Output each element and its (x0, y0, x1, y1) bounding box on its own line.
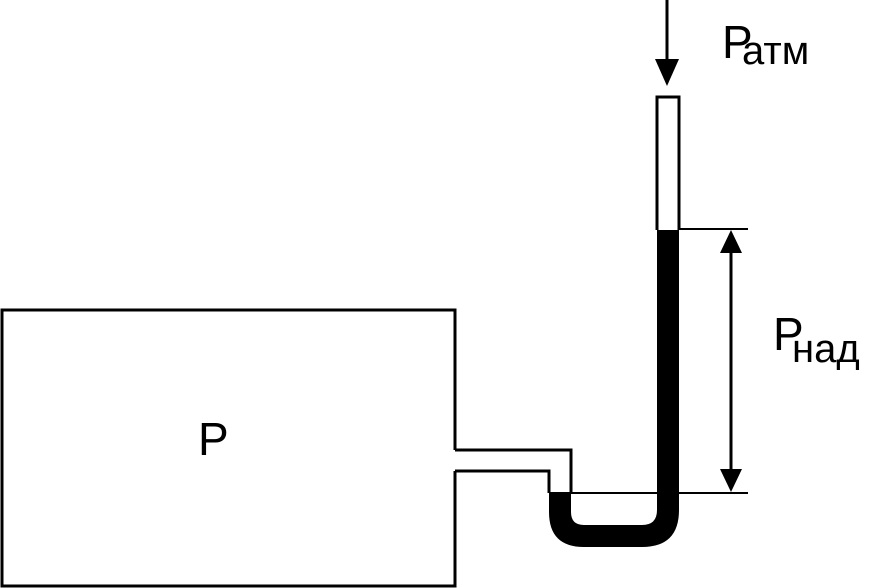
tank-pressure-label: P (198, 413, 229, 465)
excess-pressure-label: P над (773, 308, 860, 371)
tank-outline (0, 308, 457, 588)
atm-pressure-arrow (655, 0, 679, 86)
pipe-lower-wall (455, 469, 551, 493)
atm-pressure-symbol: P (722, 16, 753, 68)
atm-pressure-subscript: атм (742, 29, 809, 73)
atm-pressure-label: P атм (722, 16, 809, 73)
height-dimension-arrow (720, 230, 742, 492)
tube-open-end (655, 95, 681, 230)
u-tube-liquid (549, 230, 679, 547)
excess-pressure-subscript: над (792, 327, 860, 371)
pipe-upper-wall (455, 448, 573, 493)
excess-pressure-symbol: P (773, 308, 804, 360)
